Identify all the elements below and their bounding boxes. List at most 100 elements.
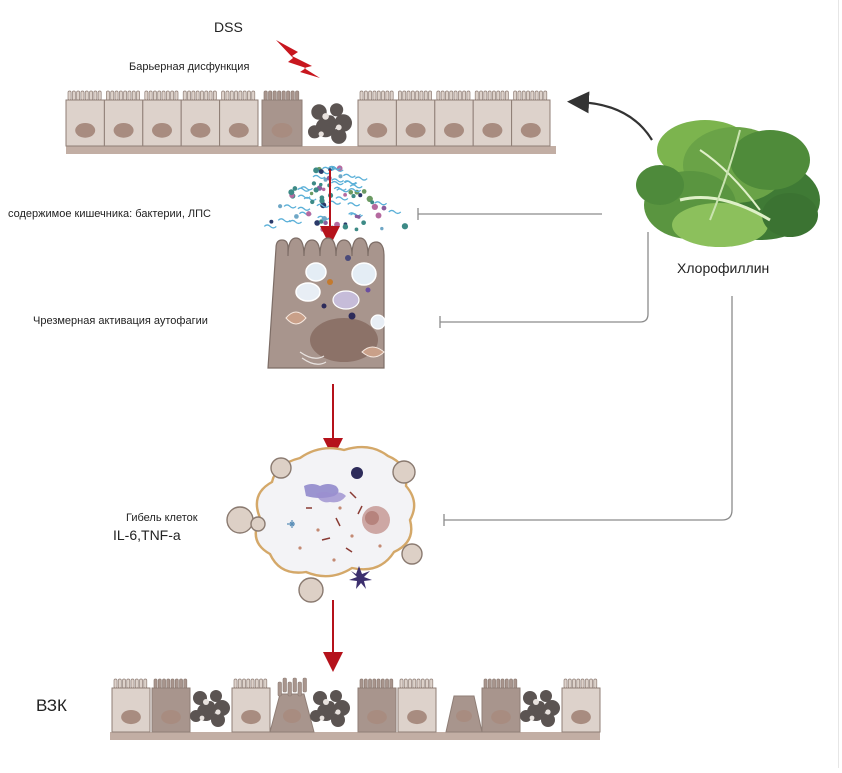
microbe-icon: [388, 209, 402, 215]
microbe-icon: [343, 192, 347, 197]
microbe-icon: [354, 214, 359, 219]
microbe-icon: [321, 187, 326, 192]
microbe-icon: [278, 204, 283, 209]
epithelial-cell: [103, 90, 144, 147]
microbe-icon: [375, 212, 382, 219]
microbe-icon: [311, 181, 317, 186]
microbe-icon: [370, 200, 375, 205]
dying-cell: [254, 445, 416, 589]
microbe-icon: [319, 219, 324, 224]
epithelial-cell: [472, 90, 513, 147]
microbe-icon: [277, 218, 291, 223]
inhibition-lines: [417, 208, 733, 526]
lettuce-icon: [636, 120, 820, 247]
microbe-icon: [371, 203, 378, 211]
microbe-icon: [330, 225, 335, 230]
microbe-icon: [313, 167, 320, 174]
epithelial-cell: [397, 678, 437, 733]
epithelial-cell: [357, 90, 397, 147]
bottom-epithelium: [110, 677, 601, 740]
microbe-icon: [319, 182, 323, 187]
microbe-icon: [361, 189, 367, 194]
microbe-icon: [374, 201, 388, 206]
damaged-cell: [261, 90, 303, 147]
microbe-icon: [323, 220, 328, 226]
label-barrier: Барьерная дисфункция: [129, 61, 250, 73]
microbe-icon: [297, 206, 311, 211]
microbe-icon: [269, 219, 274, 224]
microbe-icon: [354, 176, 368, 181]
label-cytokines: IL-6,TNF-a: [113, 527, 181, 543]
microbe-icon: [328, 165, 342, 171]
microbe-icon: [318, 169, 324, 174]
microbe-icon: [314, 220, 321, 226]
arrow-lettuce-to-barrier: [567, 91, 653, 141]
damaged-cell: [445, 695, 483, 733]
microbe-icon: [292, 186, 298, 191]
microbe-icon: [288, 189, 295, 196]
label-trigger: DSS: [214, 19, 243, 35]
label-treatment: Хлорофиллин: [677, 260, 770, 276]
epithelial-cell: [231, 678, 271, 733]
gut-contents: [263, 165, 409, 232]
lightning-icon: [276, 40, 320, 78]
microbe-icon: [342, 173, 356, 178]
right-border: [838, 0, 839, 768]
microbe-icon: [354, 227, 359, 232]
cell-debris: [308, 103, 353, 144]
microbe-icon: [330, 180, 344, 186]
microbe-icon: [283, 204, 297, 209]
microbe-icon: [297, 187, 311, 192]
epithelial-cell: [142, 90, 182, 147]
microbe-icon: [321, 215, 327, 222]
microbe-icon: [294, 214, 299, 219]
label-disease: ВЗК: [36, 696, 67, 715]
cell-debris: [520, 690, 560, 727]
label-cell-death: Гибель клеток: [126, 512, 198, 524]
microbe-icon: [289, 219, 303, 225]
microbe-icon: [335, 196, 349, 201]
microbe-icon: [316, 203, 330, 208]
damaged-cell: [481, 678, 521, 733]
microbe-icon: [347, 202, 361, 207]
epithelial-cell: [65, 90, 105, 147]
microbe-icon: [381, 205, 387, 211]
microbe-icon: [338, 174, 343, 179]
damaged-cell: [151, 678, 191, 733]
microbe-icon: [319, 198, 325, 204]
epithelial-cell: [434, 90, 474, 147]
cell-debris: [310, 690, 350, 727]
epithelial-cell: [511, 90, 551, 147]
microbe-icon: [361, 220, 366, 226]
microbe-icon: [306, 211, 312, 217]
microbe-icon: [331, 178, 345, 183]
microbe-icon: [348, 189, 354, 195]
microbe-icon: [358, 193, 363, 198]
microbe-icon: [366, 195, 373, 203]
microbe-icon: [320, 227, 326, 232]
label-autophagy: Чрезмерная активация аутофагии: [33, 315, 208, 327]
microbe-icon: [401, 223, 409, 230]
epithelial-cell: [219, 90, 259, 147]
epithelial-cell: [180, 90, 221, 147]
damaged-cell: [269, 677, 315, 733]
microbe-icon: [309, 191, 314, 196]
epithelial-cell: [111, 678, 151, 733]
microbe-icon: [321, 166, 335, 171]
epithelial-cell: [561, 678, 601, 733]
top-epithelium: [65, 90, 556, 154]
microbe-icon: [310, 199, 315, 205]
microbe-icon: [342, 224, 349, 230]
microbe-icon: [348, 188, 362, 193]
epithelial-cell: [395, 90, 436, 147]
microbe-icon: [300, 186, 314, 191]
microbe-icon: [351, 194, 356, 199]
damaged-cell: [357, 678, 397, 733]
cell-debris: [190, 690, 230, 727]
autophagy-cell: [267, 237, 386, 369]
apoptotic-bodies: [226, 457, 423, 603]
microbe-icon: [333, 186, 347, 191]
microbe-icon: [349, 184, 363, 189]
